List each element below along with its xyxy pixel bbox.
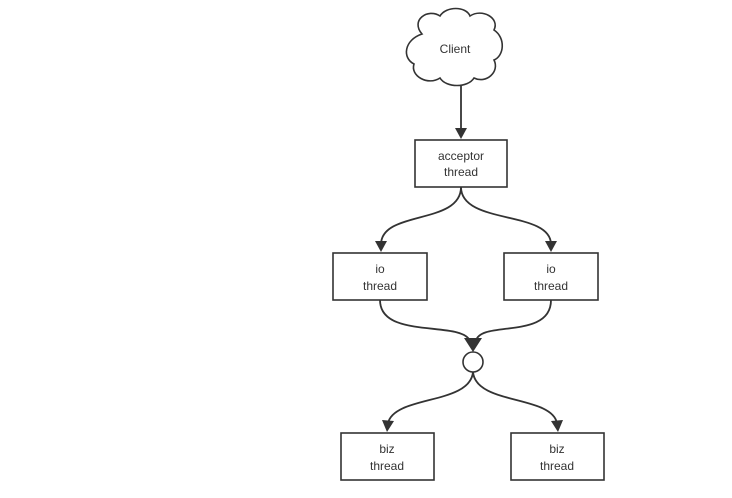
io-thread-right-label-line2: thread <box>534 279 568 293</box>
client-cloud-shape <box>405 7 504 87</box>
arrowhead-acceptor <box>455 128 467 139</box>
io-thread-left-box <box>332 252 428 301</box>
biz-thread-left-label-line1: biz <box>379 442 394 456</box>
biz-thread-right-label-line2: thread <box>540 459 574 473</box>
merge-circle <box>462 351 484 373</box>
biz-thread-right-box <box>510 432 605 481</box>
arrowhead-biz-right <box>551 420 563 432</box>
arrowhead-io-left <box>375 241 387 252</box>
acceptor-thread-label-line1: acceptor <box>438 149 484 163</box>
acceptor-thread-node: acceptor thread <box>414 139 508 188</box>
acceptor-thread-label-line2: thread <box>444 165 478 179</box>
biz-thread-right-node: biz thread <box>510 432 605 481</box>
io-thread-left-label-line1: io <box>375 262 385 276</box>
edge-acceptor-to-io-left <box>380 186 462 245</box>
client-node: Client <box>405 7 504 87</box>
biz-thread-left-node: biz thread <box>340 432 435 481</box>
edge-merge-to-biz-left <box>387 371 474 424</box>
biz-thread-right-label-line1: biz <box>549 442 564 456</box>
io-thread-right-node: io thread <box>503 252 599 301</box>
edge-io-left-to-merge <box>379 299 471 342</box>
biz-thread-left-box <box>340 432 435 481</box>
edge-acceptor-to-io-right <box>460 186 552 245</box>
arrowhead-biz-left <box>382 420 394 432</box>
arrowhead-io-right <box>545 241 557 252</box>
arrowhead-merge <box>464 338 482 352</box>
edge-merge-to-biz-right <box>472 371 558 424</box>
io-thread-left-label-line2: thread <box>363 279 397 293</box>
edge-io-right-to-merge <box>475 299 552 342</box>
client-label: Client <box>440 42 471 56</box>
io-thread-right-box <box>503 252 599 301</box>
io-thread-right-label-line1: io <box>546 262 556 276</box>
io-thread-left-node: io thread <box>332 252 428 301</box>
acceptor-thread-box <box>414 139 508 188</box>
biz-thread-left-label-line2: thread <box>370 459 404 473</box>
